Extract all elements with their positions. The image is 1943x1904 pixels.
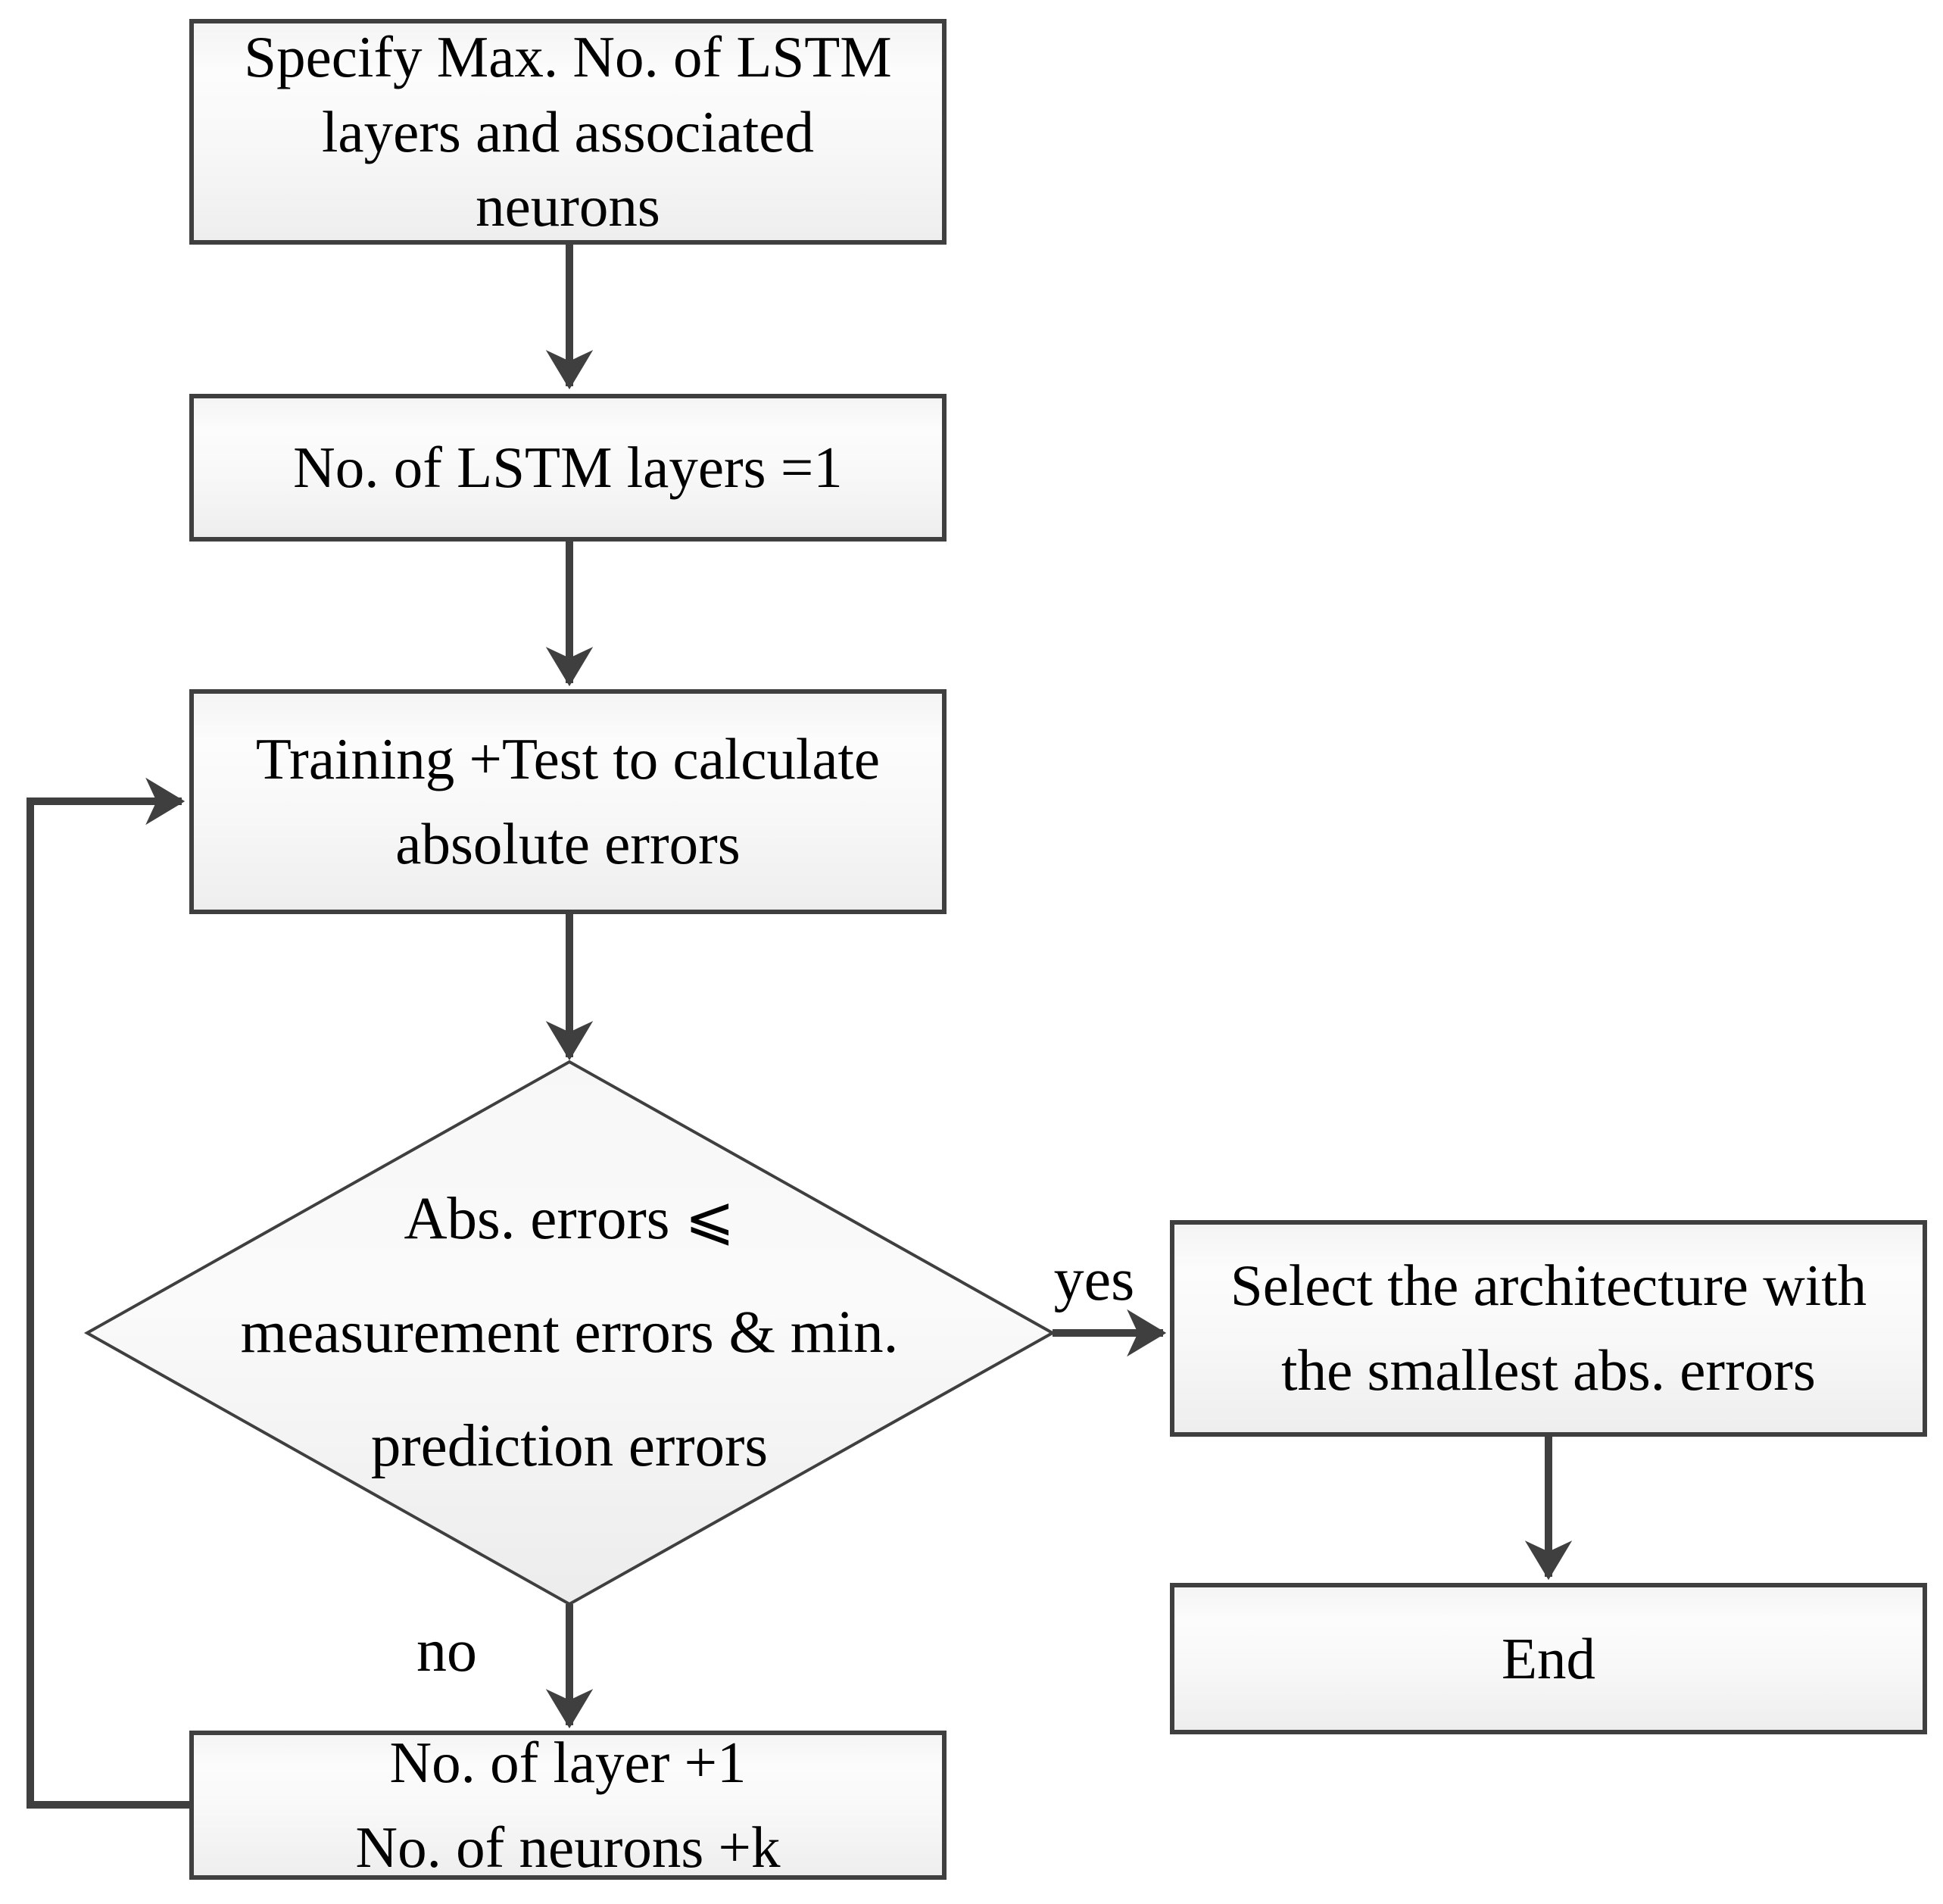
edge-label-no: no [416,1618,477,1684]
node-specify-max-layers: Specify Max. No. of LSTM layers and asso… [189,19,947,245]
loop-increment-to-train [27,777,189,1809]
node-end-label: End [1501,1625,1596,1691]
node-end: End [1170,1583,1927,1734]
edge-label-yes: yes [1053,1247,1135,1313]
node-train-test: Training +Test to calculate absolute err… [189,689,947,914]
node-increment-label: No. of layer +1 No. of neurons +k [355,1729,781,1880]
node-init-layers: No. of LSTM layers =1 [189,394,947,542]
node-specify-label: Specify Max. No. of LSTM layers and asso… [244,24,892,239]
node-train-label: Training +Test to calculate absolute err… [255,726,881,876]
node-select-label: Select the architecture with the smalles… [1230,1253,1867,1403]
decision-diamond-shape [83,1060,1056,1606]
node-increment-layers-neurons: No. of layer +1 No. of neurons +k [189,1730,947,1880]
node-select-architecture: Select the architecture with the smalles… [1170,1220,1927,1437]
node-init-label: No. of LSTM layers =1 [293,435,843,501]
